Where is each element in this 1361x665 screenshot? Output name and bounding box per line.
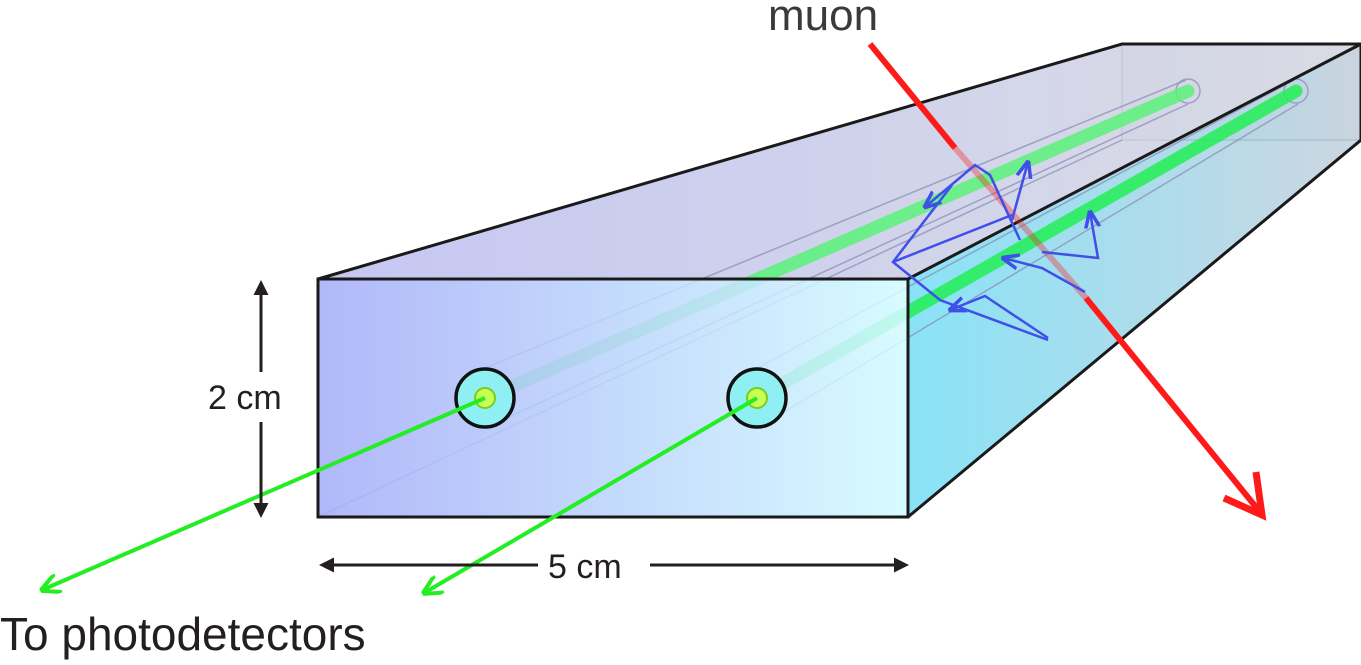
bar-top-face [318,44,1361,279]
photodetectors-label: To photodetectors [0,608,366,660]
bar-front-face [316,277,910,519]
photon-path-4 [950,294,1049,340]
bar-top-right-edge [907,42,1361,281]
muon-arrowhead [1222,471,1267,521]
photon-path-5 [1003,258,1086,294]
muon-track-inside [952,146,1089,300]
height-label: 2 cm [208,379,282,417]
muon-label: muon [768,0,878,40]
photon-path-2 [1010,162,1028,221]
bar-side-face [908,44,1361,517]
photon-path-3 [891,184,1049,342]
photon-path-6 [1041,212,1098,260]
muon-track [867,42,1267,521]
width-label: 5 cm [548,548,622,586]
photon-path-7 [892,213,1013,264]
photon-paths [891,162,1098,342]
muon-track-outside-bottom [1083,296,1263,514]
muon-track-outside-top [867,42,958,150]
output-arrow-2 [424,396,759,593]
bar-outline [317,42,1361,519]
output-arrow-1 [42,396,486,590]
